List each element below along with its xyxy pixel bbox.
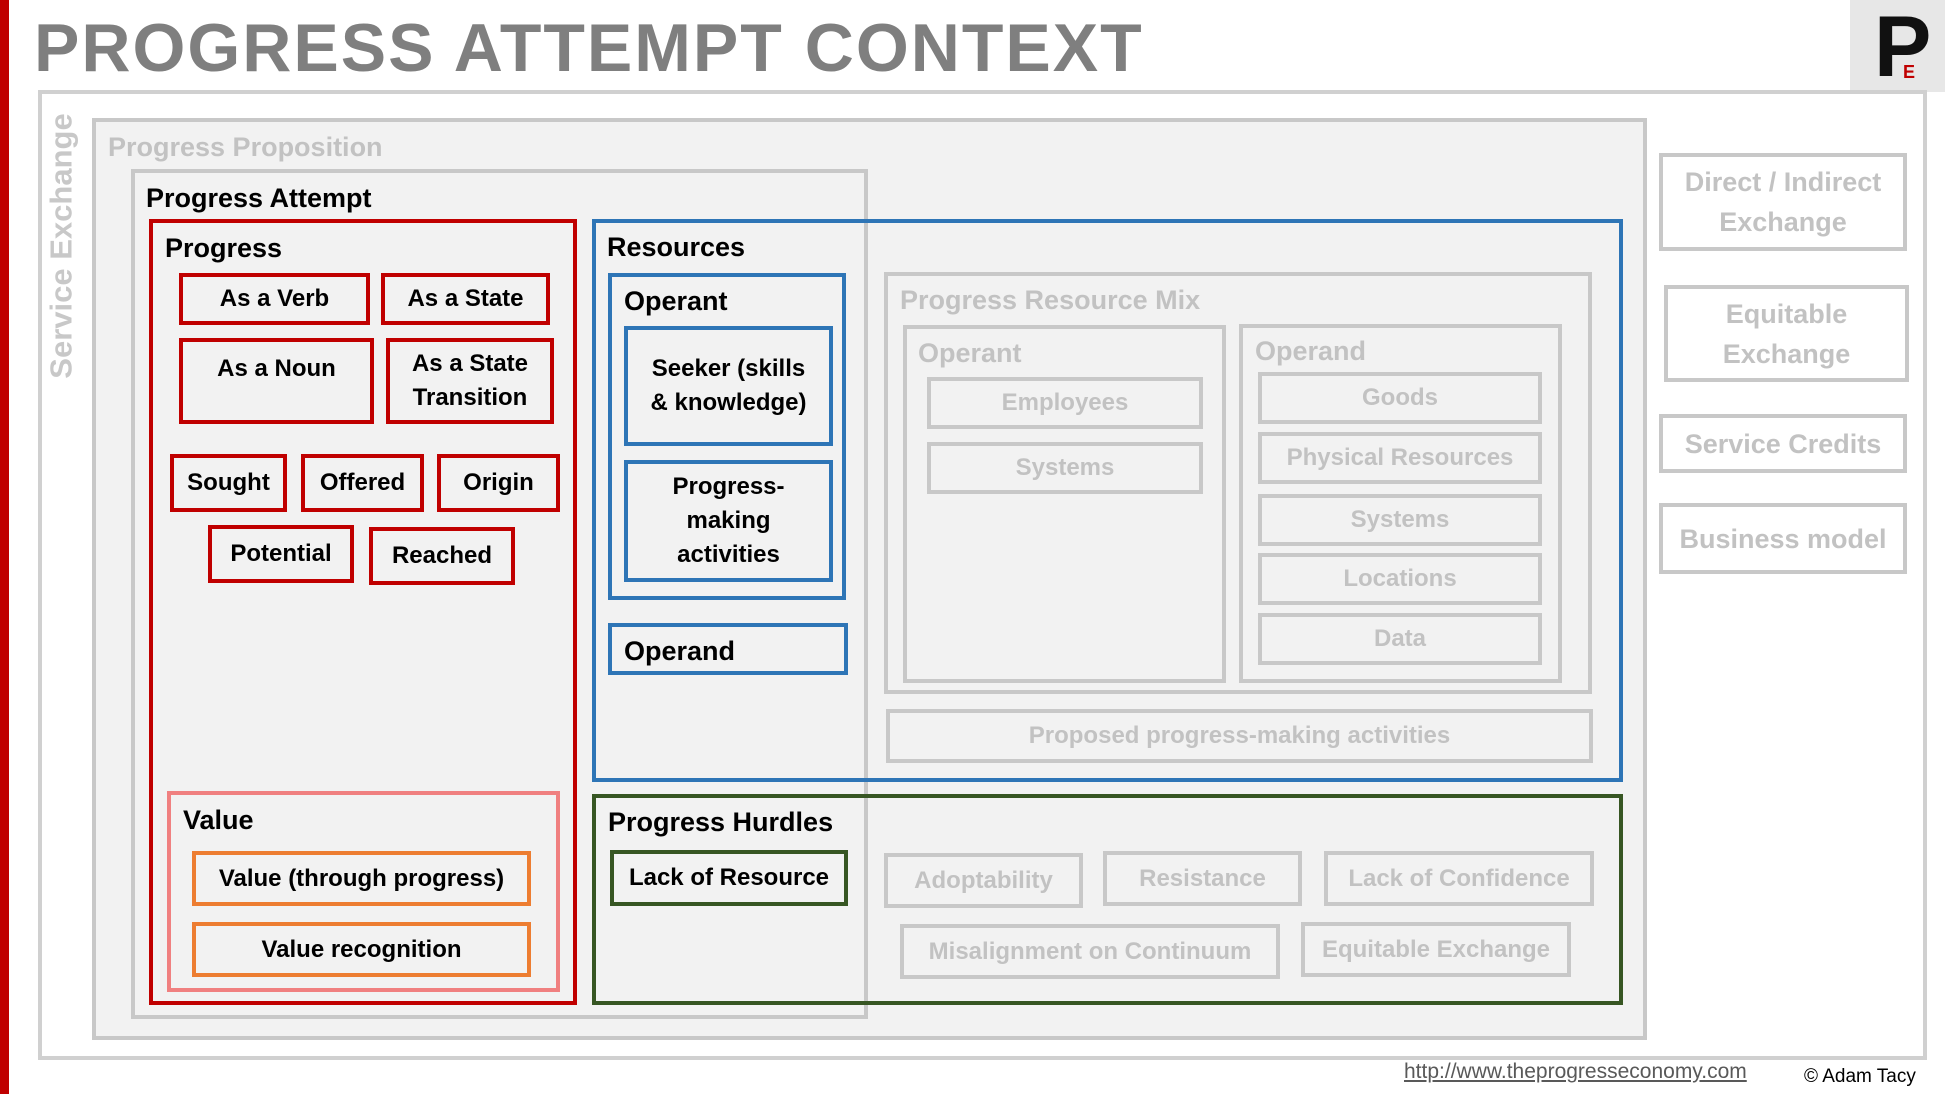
resources-label: Resources — [607, 232, 746, 262]
mix-operand-label: Operand — [1255, 336, 1367, 366]
logo-letter-p: P — [1874, 0, 1932, 95]
side-equitable-exchange: Equitable Exchange — [1664, 285, 1909, 382]
progress-as-a-state-transition: As a State Transition — [386, 338, 554, 424]
progress-frame — [149, 219, 577, 1005]
progress-label: Progress — [165, 233, 283, 263]
resources-seeker: Seeker (skills & knowledge) — [624, 326, 833, 446]
resources-operant-label: Operant — [624, 286, 728, 316]
resources-operand-label: Operand — [624, 636, 736, 666]
value-frame — [167, 791, 560, 992]
logo — [1850, 0, 1945, 92]
mix-operant-frame — [903, 325, 1226, 683]
value-label: Value — [183, 805, 254, 835]
progress-attempt-frame — [131, 169, 868, 1019]
footer-copyright: © Adam Tacy — [1804, 1066, 1916, 1087]
mix-employees: Employees — [927, 377, 1203, 429]
hurdle-lack-of-resource: Lack of Resource — [610, 850, 848, 906]
mix-operand-systems: Systems — [1258, 494, 1542, 546]
resource-mix-frame — [884, 272, 1592, 694]
mix-operant-label: Operant — [918, 338, 1022, 368]
service-exchange-label: Service Exchange — [44, 113, 80, 379]
hurdle-resistance: Resistance — [1103, 851, 1302, 906]
resource-mix-label: Progress Resource Mix — [900, 285, 1201, 315]
logo-letter-e: E — [1903, 62, 1916, 82]
resources-progress-making-activities: Progress-making activities — [624, 460, 833, 582]
page-title: PROGRESS ATTEMPT CONTEXT — [34, 10, 1144, 86]
hurdle-adoptability: Adoptability — [884, 853, 1083, 908]
value-through-progress: Value (through progress) — [192, 851, 531, 906]
mix-data: Data — [1258, 613, 1542, 665]
proposed-progress-making-activities: Proposed progress-making activities — [886, 709, 1593, 763]
progress-hurdles-frame — [592, 794, 1623, 1005]
hurdle-misalignment-on-continuum: Misalignment on Continuum — [900, 924, 1280, 979]
progress-hurdles-label: Progress Hurdles — [608, 807, 834, 837]
progress-sought: Sought — [170, 454, 287, 512]
mix-physical-resources: Physical Resources — [1258, 432, 1542, 484]
progress-attempt-label: Progress Attempt — [146, 183, 372, 213]
value-recognition: Value recognition — [192, 922, 531, 977]
resources-frame — [592, 219, 1623, 782]
hurdle-lack-of-confidence: Lack of Confidence — [1324, 851, 1594, 906]
mix-goods: Goods — [1258, 372, 1542, 424]
mix-operant-systems: Systems — [927, 442, 1203, 494]
mix-operand-frame — [1239, 324, 1562, 683]
progress-as-a-verb: As a Verb — [179, 273, 370, 325]
progress-as-a-state: As a State — [381, 273, 550, 325]
resources-operant-frame — [608, 273, 846, 600]
resources-operand-frame — [608, 623, 848, 675]
side-direct-indirect-exchange: Direct / Indirect Exchange — [1659, 153, 1907, 251]
progress-potential: Potential — [208, 525, 354, 583]
progress-origin: Origin — [437, 454, 560, 512]
service-exchange-frame — [38, 90, 1927, 1060]
progress-reached: Reached — [369, 527, 515, 585]
side-business-model: Business model — [1659, 503, 1907, 574]
hurdle-equitable-exchange: Equitable Exchange — [1301, 922, 1571, 977]
side-service-credits: Service Credits — [1659, 414, 1907, 473]
footer-url-link[interactable]: http://www.theprogresseconomy.com — [1404, 1060, 1747, 1083]
progress-proposition-label: Progress Proposition — [108, 132, 383, 162]
mix-locations: Locations — [1258, 553, 1542, 605]
progress-as-a-noun: As a Noun — [179, 338, 374, 424]
progress-offered: Offered — [301, 454, 424, 512]
left-accent-strip — [0, 0, 9, 1094]
